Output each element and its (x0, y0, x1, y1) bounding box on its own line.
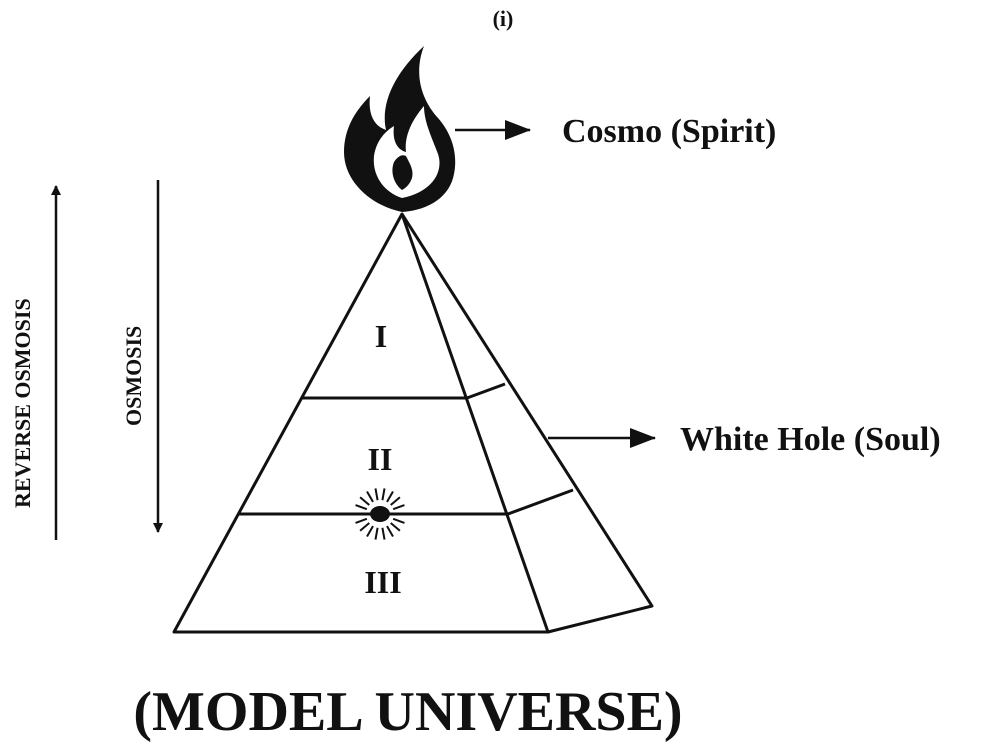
eye-ray (366, 490, 374, 503)
eye-ray (374, 527, 379, 540)
soul-label: White Hole (Soul) (680, 421, 941, 458)
eye-ray (390, 522, 401, 532)
eye-ray (386, 525, 394, 538)
level-label-2: II (368, 441, 393, 477)
panel-label: (i) (493, 6, 514, 31)
level-label-1: I (375, 318, 387, 354)
eye-ray (392, 517, 405, 524)
osmosis-label: OSMOSIS (121, 326, 146, 426)
eye-ray (355, 517, 368, 524)
pyramid (172, 212, 654, 634)
eye-ray (381, 527, 386, 540)
eye-ray (355, 504, 368, 511)
spirit-label: Cosmo (Spirit) (562, 113, 776, 150)
eye-ray (374, 488, 379, 501)
flame-icon (344, 46, 456, 212)
eye-ray (386, 490, 394, 503)
reverse-osmosis-label: REVERSE OSMOSIS (10, 298, 35, 508)
eye-ray (381, 488, 386, 501)
eye-ray (359, 496, 370, 506)
eye-ray (359, 522, 370, 532)
radiant-eye-icon (354, 488, 406, 540)
eye-ray (392, 504, 405, 511)
eye-ray (366, 525, 374, 538)
caption: (MODEL UNIVERSE) (133, 681, 682, 743)
level-label-3: III (364, 564, 401, 600)
eye-ray (390, 496, 401, 506)
